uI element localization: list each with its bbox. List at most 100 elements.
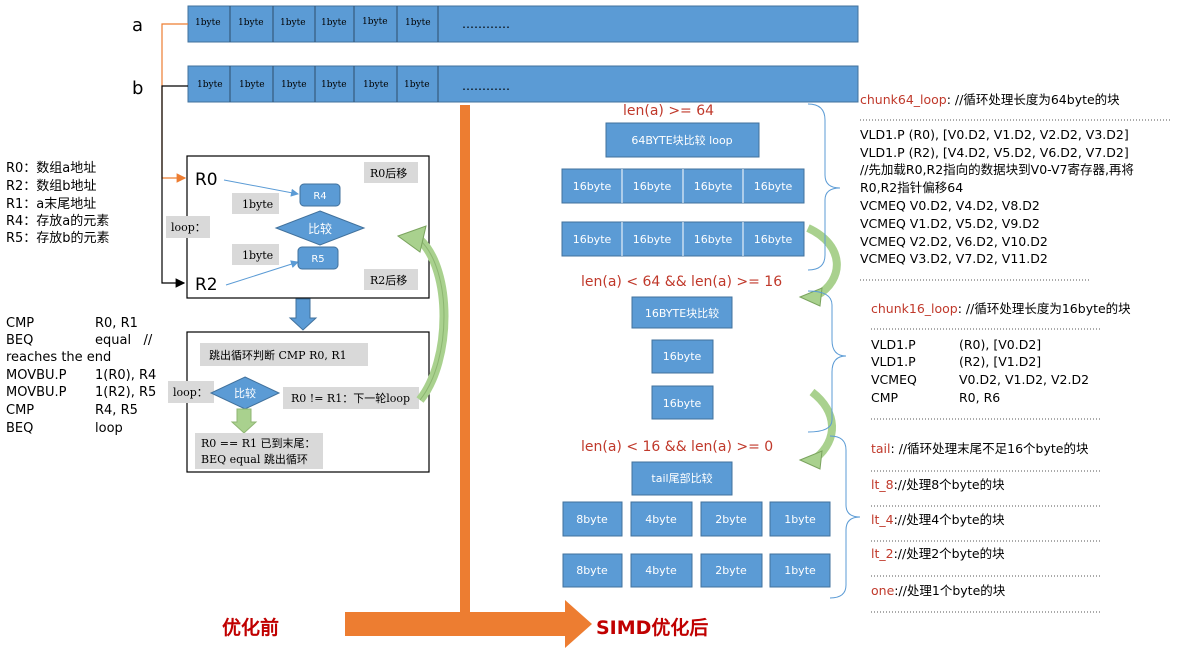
legend-line: R5：存放b的元素: [6, 230, 110, 246]
r2-shift-box: [364, 269, 418, 290]
byte-label-bottom: 1byte: [242, 249, 273, 262]
r2-label: R2: [195, 275, 218, 295]
exit-compare-label: 比较: [234, 386, 256, 400]
asm-op: MOVBU.P: [6, 385, 67, 400]
register-legend: R0：数组a地址 R2：数组b地址 R1：a末尾地址 R4：存放a的元素 R5：…: [6, 161, 110, 246]
legend-line: R2：数组b地址: [6, 179, 97, 194]
legend-line: R1：a末尾地址: [6, 197, 96, 212]
array-b-bar: [187, 65, 859, 103]
asm-args: 1(R0), R4: [95, 368, 156, 383]
byte-label-top: 1byte: [242, 198, 273, 211]
row16b: [651, 385, 714, 420]
code16-op: CMP: [871, 390, 899, 405]
code64-line: VCMEQ V3.D2, V7.D2, V11.D2: [860, 251, 1048, 266]
array-b-label: b: [132, 78, 143, 99]
transition-arrow: [345, 600, 592, 648]
tail-code-line: one://处理1个byte的块: [871, 583, 1006, 598]
r4-label: R4: [313, 191, 326, 202]
code64-line: VCMEQ V1.D2, V5.D2, V9.D2: [860, 216, 1040, 231]
row16a: [651, 339, 714, 374]
r5-box: [297, 246, 339, 270]
row64b-cell: 16byte: [633, 233, 672, 246]
r5-label: R5: [311, 254, 324, 265]
asm-op: reaches the end: [6, 350, 111, 365]
asm-args: loop: [95, 421, 123, 436]
flow-before-main: R0 R2 R0后移 R2后移 1byte 1byte loop： R4 比较 …: [166, 155, 430, 299]
legend-line: R0：数组a地址: [6, 161, 96, 176]
tail-code: tail: //循环处理末尾不足16个byte的块 lt_8://处理8个byt…: [871, 441, 1102, 613]
row16b-cell: 16byte: [663, 397, 702, 410]
tail-row1-cell: [630, 501, 693, 537]
byte-box-top: [232, 193, 279, 214]
tail-code-line: lt_2://处理2个byte的块: [871, 546, 1005, 561]
tail-row1-cell: [562, 501, 623, 537]
not-equal-box: [283, 387, 419, 409]
exit-loop-tag: [168, 381, 214, 403]
cond-16: len(a) < 64 && len(a) >= 16: [581, 274, 782, 290]
brace-tail: [829, 435, 861, 599]
cond-tail: len(a) < 16 && len(a) >= 0: [581, 439, 773, 455]
code64-title: chunk64_loop: //循环处理长度为64byte的块: [860, 92, 1120, 107]
equal-box: [195, 433, 323, 469]
exit-check-label: 跳出循环判断 CMP R0, R1: [209, 348, 347, 362]
code16-args: V0.D2, V1.D2, V2.D2: [959, 372, 1089, 387]
array-a-bar: [187, 5, 859, 43]
brace-64: [807, 103, 841, 271]
code64-line: R0,R2指针偏移64: [860, 180, 963, 195]
code64-line: VCMEQ V2.D2, V6.D2, V10.D2: [860, 234, 1048, 249]
code-64: chunk64_loop: //循环处理长度为64byte的块 VLD1.P (…: [860, 92, 1172, 281]
exit-loop-label: loop：: [173, 386, 208, 399]
code16-args: R0, R6: [959, 390, 1000, 405]
asm-args: R4, R5: [95, 403, 138, 418]
compare-label: 比较: [308, 221, 332, 236]
to-16-arrow: [806, 224, 841, 300]
row64b-cell: 16byte: [694, 233, 733, 246]
label-after: SIMD优化后: [596, 616, 708, 639]
label-before: 优化前: [222, 616, 279, 639]
tail-row2-label: 1byte: [784, 564, 816, 577]
tail-row2-label: 4byte: [645, 564, 677, 577]
block16-label: 16BYTE块比较: [645, 306, 719, 320]
array-a-label: a: [132, 15, 143, 36]
to-tail-arrow: [809, 388, 836, 462]
row64b-cell: 16byte: [573, 233, 612, 246]
code64-line: //先加载R0,R2指向的数据块到V0-V7寄存器,再将: [860, 162, 1134, 177]
row64a-cell: 16byte: [754, 180, 793, 193]
loop-back-arrowhead: [396, 225, 427, 253]
r0-shift-label: R0后移: [370, 167, 407, 180]
r4-box: [299, 183, 341, 207]
row16a-cell: 16byte: [663, 350, 702, 363]
tail-row1-label: 4byte: [645, 513, 677, 526]
code16-op: VLD1.P: [871, 354, 916, 369]
block64-box: [605, 122, 760, 158]
r2-shift-label: R2后移: [370, 274, 407, 287]
block16-box: [631, 296, 733, 329]
tail-row2-cell: [769, 553, 831, 588]
tail-code-line: lt_8://处理8个byte的块: [871, 477, 1005, 492]
byte-box-bottom: [232, 244, 279, 265]
b-to-r2-connector: [161, 85, 188, 288]
code64-line: VLD1.P (R2), [V4.D2, V5.D2, V6.D2, V7.D2…: [860, 145, 1129, 160]
down-arrow: [288, 298, 318, 331]
tail-box: [631, 461, 733, 496]
memory-arrays: a b 1byte 1byte 1byte 1byte 1byte 1byte …: [132, 5, 859, 103]
equal-line1: R0 == R1 已到末尾：: [201, 436, 316, 450]
b-cell: 1byte: [197, 80, 223, 90]
a-to-r0-connector: [161, 23, 188, 183]
a-cell: 1byte: [362, 17, 388, 27]
b-ellipsis: …………: [462, 79, 510, 93]
code16-title: chunk16_loop: //循环处理长度为16byte的块: [871, 301, 1131, 316]
compare-diamond: [274, 210, 366, 246]
row64a-cell: 16byte: [633, 180, 672, 193]
tail-code-line: tail: //循环处理末尾不足16个byte的块: [871, 441, 1089, 456]
to-tail-arrowhead: [798, 450, 823, 470]
tail-row1-label: 2byte: [715, 513, 747, 526]
row64a-cell: 16byte: [694, 180, 733, 193]
asm-op: MOVBU.P: [6, 368, 67, 383]
code64-line: VCMEQ V0.D2, V4.D2, V8.D2: [860, 198, 1040, 213]
code16-op: VLD1.P: [871, 337, 916, 352]
a-cell: 1byte: [321, 18, 347, 28]
brace-16: [807, 290, 847, 433]
r0-to-r4-arrow: [223, 179, 299, 197]
